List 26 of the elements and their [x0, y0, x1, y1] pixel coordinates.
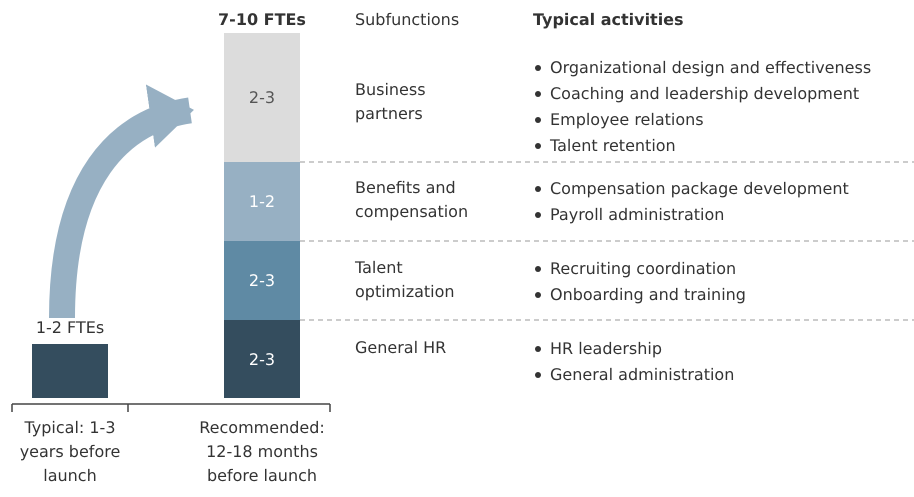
column-header: Typical activities — [533, 10, 684, 29]
subfunction-label: Business partners — [355, 79, 427, 125]
activity-item: Talent retention — [550, 135, 676, 157]
activity-item: General administration — [550, 364, 734, 386]
subfunction-label: Benefits and compensation — [355, 177, 470, 223]
activity-item: Compensation package development — [550, 178, 849, 200]
activity-item: Onboarding and training — [550, 284, 746, 306]
activity-item: HR leadership — [550, 338, 662, 360]
activity-item: Recruiting coordination — [550, 258, 736, 280]
activity-item: Payroll administration — [550, 204, 724, 226]
fte-bar — [32, 318, 108, 398]
subfunction-label: General HR — [355, 337, 448, 359]
subfunction-label: Talent optimization — [355, 257, 456, 303]
axis-caption: Recommended: 12-18 months before launch — [198, 417, 326, 487]
activity-item: Organizational design and effectiveness — [550, 57, 872, 79]
activity-item: Employee relations — [550, 109, 704, 131]
curved-arrow — [49, 87, 194, 318]
bar-segment: 2-3 — [224, 33, 300, 162]
column-header: Subfunctions — [355, 10, 460, 29]
bar-label: 1-2 FTEs — [34, 318, 106, 337]
bar-segment: 2-3 — [224, 241, 300, 320]
bar-segment: 2-3 — [224, 320, 300, 398]
axis-caption: Typical: 1-3 years before launch — [18, 417, 122, 487]
bar-segment: 1-2 — [224, 162, 300, 241]
activity-item: Coaching and leadership development — [550, 83, 860, 105]
bar-label: 7-10 FTEs — [217, 10, 307, 29]
